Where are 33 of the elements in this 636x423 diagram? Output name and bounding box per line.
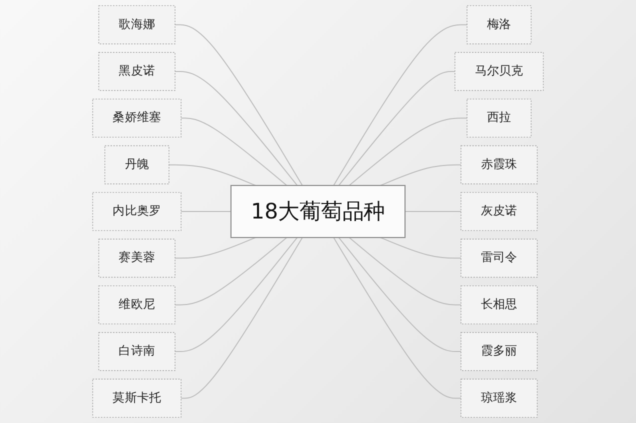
node-box: 霞多丽: [460, 332, 538, 371]
connector: [348, 237, 462, 306]
node-box: 18大葡萄品种: [230, 184, 406, 238]
node-box: 马尔贝克: [454, 52, 544, 91]
connector: [404, 211, 462, 212]
connector: [180, 118, 288, 186]
node-box: 莫斯卡托: [92, 378, 182, 418]
node-box: 丹魄: [104, 145, 170, 184]
connector: [174, 237, 298, 352]
node-box: 琼瑶浆: [460, 378, 538, 418]
node-box: 梅洛: [466, 5, 532, 44]
connector: [338, 237, 462, 352]
node-box: 赤霞珠: [460, 145, 538, 184]
connector: [333, 237, 462, 399]
connector: [174, 24, 303, 186]
connector: [333, 24, 468, 186]
node-box: 长相思: [460, 285, 538, 324]
node-box: 桑娇维塞: [92, 98, 182, 138]
node-box: 赛美蓉: [98, 238, 176, 278]
connector: [348, 118, 468, 186]
node-box: 维欧尼: [98, 285, 176, 324]
node-box: 内比奥罗: [92, 192, 182, 231]
node-box: 黑皮诺: [98, 52, 176, 91]
node-box: 雷司令: [460, 238, 538, 278]
node-box: 西拉: [466, 98, 532, 138]
connector: [174, 70, 298, 186]
connector: [338, 70, 456, 186]
node-box: 歌海娜: [98, 5, 176, 44]
node-box: 白诗南: [98, 332, 176, 371]
connector: [180, 211, 232, 212]
connector: [180, 237, 303, 399]
connector: [174, 237, 288, 306]
node-box: 灰皮诺: [460, 192, 538, 231]
